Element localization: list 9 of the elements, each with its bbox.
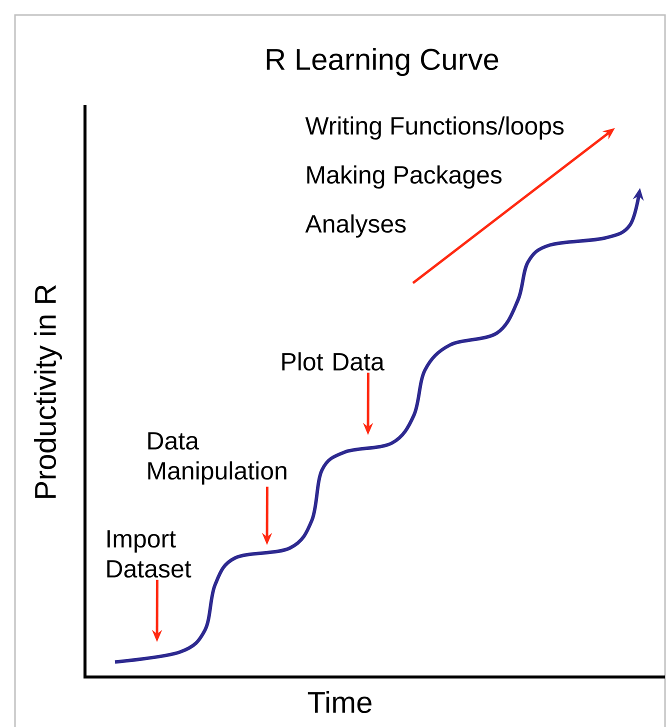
step-label: Import Dataset	[107, 530, 192, 578]
step-label: Plot Data	[282, 352, 384, 371]
title: R Learning Curve	[266, 48, 498, 76]
step-label: Data Manipulation	[148, 432, 286, 485]
skill-label: Writing Functions/loops	[305, 116, 564, 140]
skill-label: Making Packages	[307, 165, 502, 189]
axis-label: Productivity in R	[34, 285, 62, 498]
skill-label: Analyses	[305, 214, 406, 238]
axis-label: Time	[308, 691, 372, 714]
